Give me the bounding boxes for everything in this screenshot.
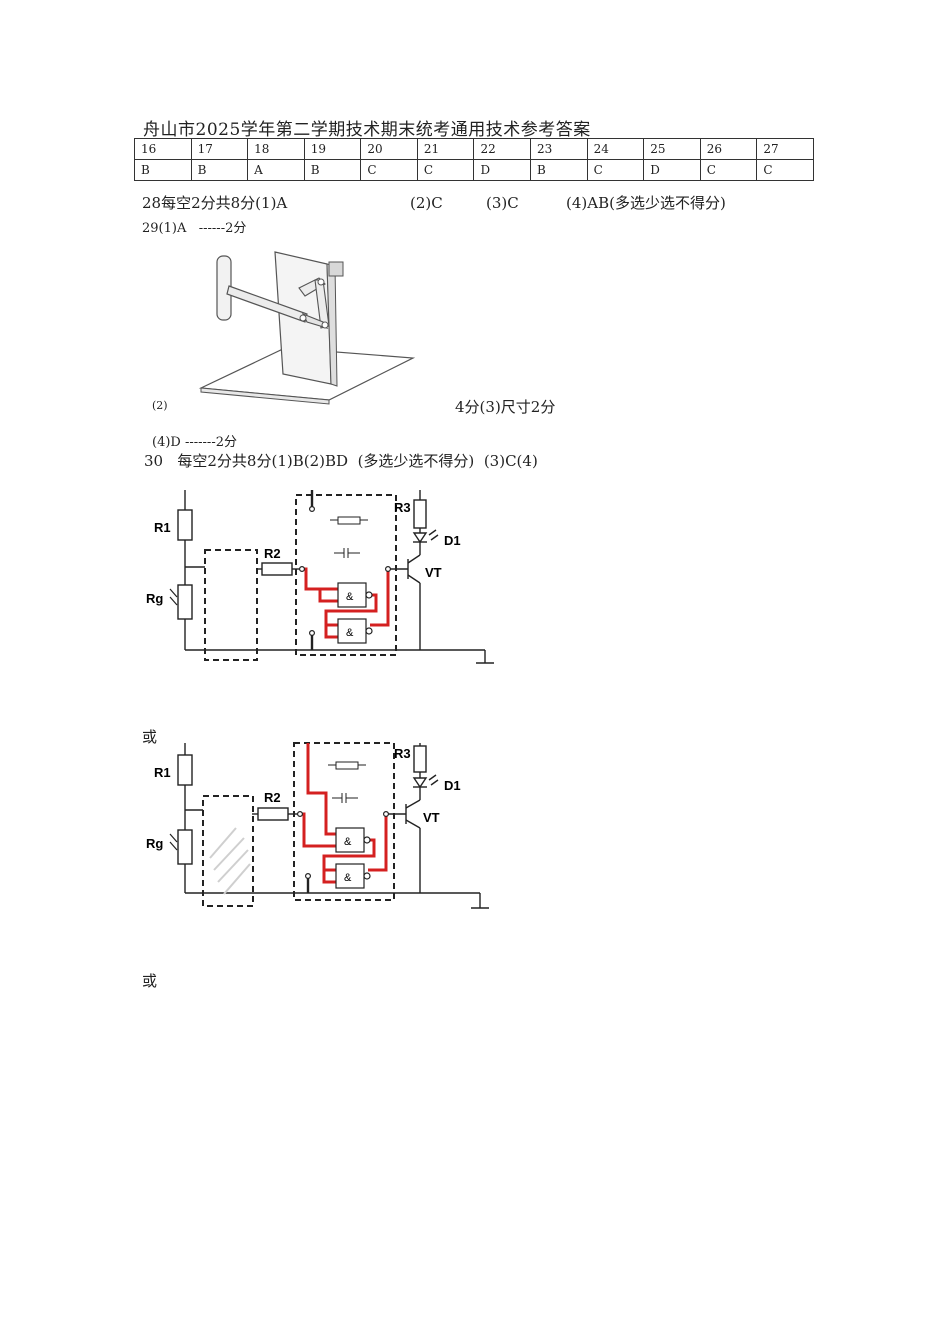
q28-part4: (4)AB(多选少选不得分) [566,194,726,212]
r1-label: R1 [154,520,171,535]
rg-label: Rg [146,591,163,606]
vt-label: VT [423,810,440,825]
r2-label: R2 [264,546,281,561]
and-gate-label: & [344,836,352,848]
q29-part1: 29(1)A ------2分 [142,221,247,236]
table-cell: A [247,159,305,181]
q29-part2-label: (2) [152,399,168,412]
table-cell: C [756,159,814,181]
table-cell: 27 [756,138,814,160]
q30-intro: 30 每空2分共8分(1)B(2)BD (多选少选不得分) (3)C(4) [144,452,538,470]
table-cell: 24 [586,138,645,160]
r3-label: R3 [394,746,411,761]
circuit-diagram-2: & & R1 Rg R2 R3 D1 VT [146,742,489,909]
table-cell: C [416,159,475,181]
table-cell: C [360,159,418,181]
table-row-answers: B B A B C C D B C D C C [134,159,814,181]
table-cell: 17 [190,138,249,160]
table-cell: 20 [360,138,418,160]
r3-label: R3 [394,500,411,515]
table-cell: C [586,159,645,181]
table-cell: D [643,159,701,181]
table-cell: B [530,159,588,181]
r2-label: R2 [264,790,281,805]
vt-label: VT [425,565,442,580]
table-cell: B [134,159,192,181]
r1-label: R1 [154,765,171,780]
table-row-numbers: 16 17 18 19 20 21 22 23 24 25 26 27 [134,138,814,160]
table-cell: B [303,159,362,181]
q29-part2-score: 4分(3)尺寸2分 [455,398,556,416]
page-title: 舟山市2025学年第二学期技术期末统考通用技术参考答案 [143,120,591,140]
table-cell: B [190,159,249,181]
mechanism-figure [198,251,416,405]
and-gate-label: & [346,627,354,639]
q29-part4: (4)D -------2分 [152,435,237,450]
or-label-1: 或 [142,728,158,746]
or-label-2: 或 [142,972,158,990]
rg-label: Rg [146,836,163,851]
table-cell: 21 [416,138,475,160]
table-cell: 16 [134,138,192,160]
d1-label: D1 [444,533,461,548]
answer-table: 16 17 18 19 20 21 22 23 24 25 26 27 B B … [134,138,814,181]
table-cell: C [699,159,758,181]
table-cell: 23 [530,138,588,160]
table-cell: 19 [303,138,362,160]
table-cell: 25 [643,138,701,160]
table-cell: 26 [699,138,758,160]
and-gate-label: & [346,591,354,603]
table-cell: D [473,159,532,181]
q28-part3: (3)C [486,194,519,212]
table-cell: 18 [247,138,305,160]
circuit-diagram-1: & & R1 Rg R2 R3 D1 VT [146,490,494,664]
q28-part2: (2)C [410,194,443,212]
q28-intro: 28每空2分共8分(1)A [142,194,288,212]
table-cell: 22 [473,138,532,160]
and-gate-label: & [344,872,352,884]
d1-label: D1 [444,778,461,793]
